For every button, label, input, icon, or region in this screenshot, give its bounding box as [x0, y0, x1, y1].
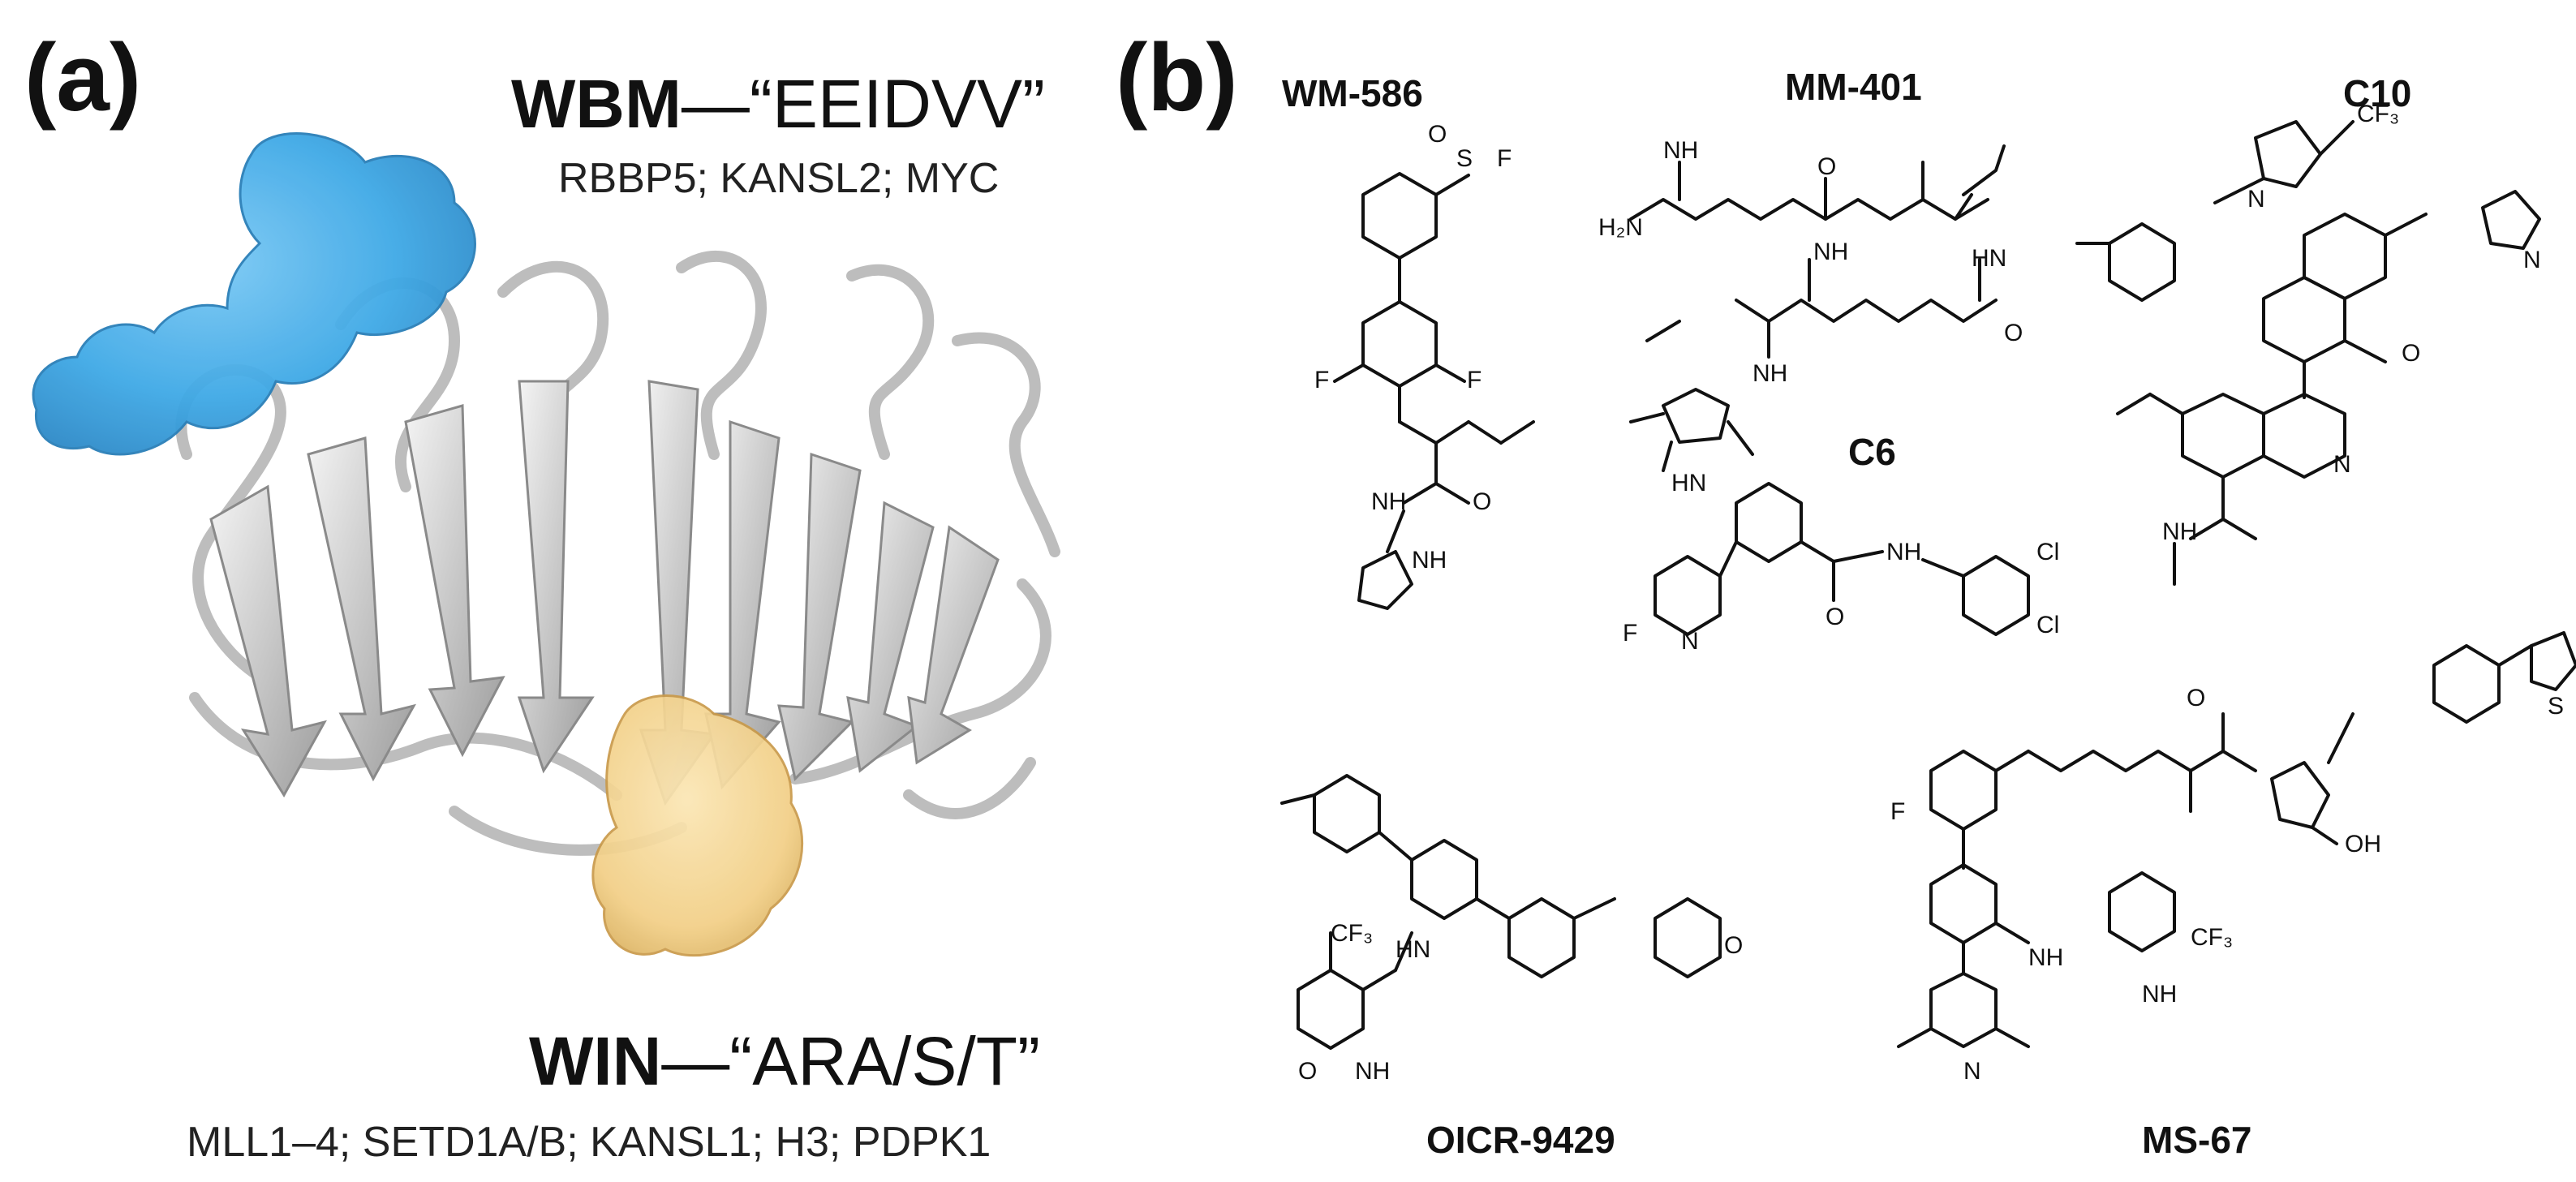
compound-oicr9429-label: OICR-9429 [1426, 1119, 1615, 1161]
atom-f-wm586-right: F [1467, 367, 1482, 393]
panel-b-label: (b) [1116, 24, 1238, 131]
atom-o-c6: O [1826, 604, 1844, 630]
atom-cf3-ms67: CF₃ [2191, 924, 2233, 951]
atom-nh-wm586: NH [1371, 488, 1406, 515]
structure-c10 [2116, 120, 2541, 586]
atom-nh-mm401-a: NH [1813, 239, 1848, 265]
wbm-peptide-surface [32, 132, 476, 456]
win-partners: MLL1–4; SETD1A/B; KANSL1; H3; PDPK1 [187, 1119, 991, 1166]
win-motif: “ARA/S/T” [729, 1023, 1040, 1099]
wbm-partners: RBBP5; KANSL2; MYC [558, 155, 1000, 202]
atom-labels: S O F F F NH O NH H₂N NH NH O HN NH O CF… [1298, 101, 2564, 1085]
structure-mm401 [1629, 144, 2176, 359]
atom-s-wm586: S [1456, 145, 1473, 172]
wbm-motif-title: WBM—“EEIDVV” [511, 65, 1045, 144]
atom-oh-ms67: OH [2345, 831, 2381, 857]
win-motif-title: WIN—“ARA/S/T” [529, 1022, 1040, 1101]
atom-n-c10: N [2247, 186, 2265, 213]
win-peptide-surface [591, 694, 804, 957]
structure-ms67 [1897, 631, 2576, 1048]
structure-c6 [1629, 388, 2030, 636]
atom-o-wm586: O [1428, 121, 1447, 148]
atom-o-wm586-amide: O [1473, 488, 1491, 515]
atom-cl-c6-a: Cl [2036, 539, 2059, 565]
compound-mm401-label: MM-401 [1785, 66, 1922, 108]
atom-nh-ms67: NH [2028, 944, 2063, 971]
atom-f-wm586-sf: F [1497, 145, 1512, 172]
atom-nh-ms67-ring: NH [2142, 981, 2177, 1008]
wbm-sep: — [681, 66, 750, 142]
compound-wm586-label: WM-586 [1282, 72, 1423, 114]
atom-nh-c6: NH [1886, 539, 1921, 565]
atom-cf3-oicr: CF₃ [1331, 920, 1373, 947]
atom-s-ms67: S [2548, 693, 2564, 720]
compound-ms67-label: MS-67 [2142, 1119, 2252, 1161]
atom-nh-c10: NH [2162, 518, 2197, 545]
atom-o-mm401-a: O [1817, 153, 1836, 180]
atom-o-c10: O [2402, 340, 2420, 367]
atom-n-c10-quin: N [2333, 451, 2351, 478]
atom-o-mm401-b: O [2004, 320, 2023, 346]
atom-f-ms67: F [1890, 798, 1905, 825]
atom-hn-c6: HN [1671, 470, 1706, 496]
win-sep: — [661, 1023, 730, 1099]
atom-n-c6: N [1681, 628, 1699, 655]
atom-cf3-c10: CF₃ [2357, 101, 2399, 127]
atom-nh-wm586-tz: NH [1412, 547, 1447, 574]
atom-nh-oicr-ring: NH [1355, 1058, 1390, 1085]
atom-n-ms67: N [1963, 1058, 1981, 1085]
win-name: WIN [529, 1023, 662, 1099]
atom-nh-mm401-guan: NH [1663, 137, 1698, 164]
atom-hn-mm401: HN [1972, 245, 2006, 272]
atom-nh-oicr: HN [1396, 936, 1430, 963]
atom-o-ms67: O [2187, 685, 2205, 711]
protein-sheets [209, 380, 1000, 806]
protein-structure [32, 132, 1060, 957]
atom-f-wm586-left: F [1314, 367, 1329, 393]
atom-n-c10-imid: N [2523, 247, 2541, 273]
atom-f-c6: F [1623, 620, 1637, 647]
compound-c6-label: C6 [1848, 431, 1896, 473]
atom-o-oicr-morph: O [1724, 932, 1743, 959]
wbm-motif: “EEIDVV” [749, 66, 1045, 142]
structure-wm586 [1333, 172, 1535, 610]
atom-cl-c6-b: Cl [2036, 612, 2059, 638]
atom-h2n-mm401: H₂N [1598, 214, 1643, 241]
compound-c10-label: C10 [2343, 72, 2412, 114]
panel-a-label: (a) [24, 24, 142, 131]
atom-o-oicr: O [1298, 1058, 1317, 1085]
wbm-name: WBM [511, 66, 682, 142]
structure-oicr9429 [1280, 774, 1722, 1050]
atom-nh-mm401-b: NH [1752, 360, 1787, 387]
